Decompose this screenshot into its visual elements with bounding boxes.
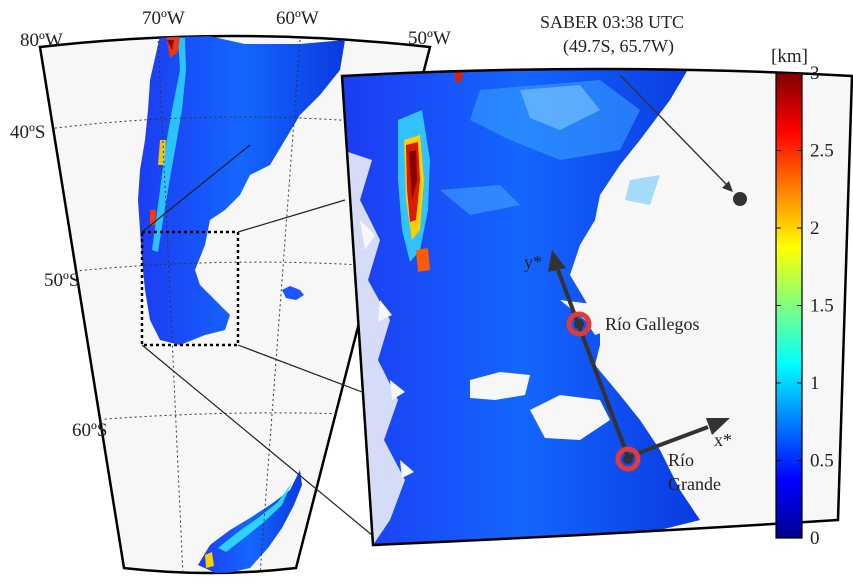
colorbar-unit: [km] <box>771 46 808 67</box>
colorbar-tick-label: 0 <box>810 528 820 549</box>
x-star-axis <box>627 425 709 459</box>
inset-terrain <box>342 69 700 545</box>
zoom-box <box>140 230 240 347</box>
lat-label-50s: 50ºS <box>44 270 79 291</box>
y-star-axis <box>556 269 630 458</box>
overview-terrain <box>138 36 345 573</box>
overview-map: 80ºW 70ºW 60ºW 50ºW 40ºS 50ºS 60ºS <box>10 8 451 575</box>
lon-label-60w: 60ºW <box>276 8 319 29</box>
lat-label-60s: 60ºS <box>72 420 107 441</box>
colorbar-tick-label: 2.5 <box>810 141 834 162</box>
colorbar-tick-label: 1 <box>810 373 820 394</box>
colorbar-tick-label: 1.5 <box>810 296 834 317</box>
saber-title: SABER 03:38 UTC <box>540 12 684 32</box>
colorbar-tick-label: 0.5 <box>810 451 834 472</box>
rio-gallegos-label: Río Gallegos <box>605 314 700 334</box>
y-star-label: y* <box>524 252 542 272</box>
saber-coords: (49.7S, 65.7W) <box>563 36 674 57</box>
lon-label-70w: 70ºW <box>142 8 185 29</box>
lon-label-80w: 80ºW <box>20 30 63 51</box>
x-star-label: x* <box>714 430 732 450</box>
colorbar-ticks: 0 0.5 1 1.5 2 2.5 3 <box>776 63 834 549</box>
rio-gallegos-marker <box>566 311 592 337</box>
rio-grande-label-line1: Río <box>668 450 694 470</box>
colorbar: [km] 0 0.5 1 1.5 2 2.5 3 <box>771 46 834 549</box>
lon-label-50w: 50ºW <box>408 28 451 49</box>
lat-label-40s: 40ºS <box>10 122 45 143</box>
saber-point-marker <box>733 192 747 206</box>
colorbar-tick-label: 2 <box>810 218 820 239</box>
colorbar-tick-label: 3 <box>810 63 820 84</box>
inset-map: SABER 03:38 UTC (49.7S, 65.7W) y* x* Río… <box>340 12 853 547</box>
rio-grande-marker <box>615 446 641 472</box>
saber-pointer <box>619 74 729 187</box>
rio-grande-label-line2: Grande <box>668 474 721 494</box>
